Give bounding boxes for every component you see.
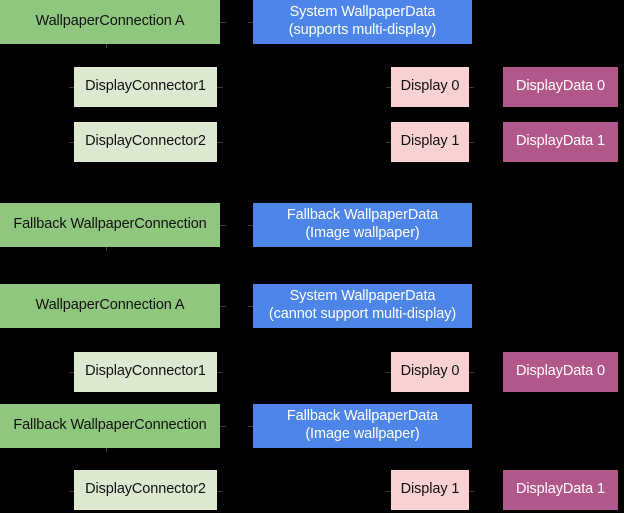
node-display-data-1-bottom[interactable]: DisplayData 1 <box>503 470 618 510</box>
connector-stub <box>217 491 223 492</box>
connector-stub <box>106 448 107 452</box>
connector-stub <box>469 372 474 373</box>
node-fallback-wallpaperdata-1[interactable]: Fallback WallpaperData (Image wallpaper) <box>253 203 472 247</box>
connector-stub <box>386 87 391 88</box>
node-display-data-0-bottom[interactable]: DisplayData 0 <box>503 352 618 392</box>
connector-stub <box>220 22 226 23</box>
node-fallback-wallpaperdata-2[interactable]: Fallback WallpaperData (Image wallpaper) <box>253 404 472 448</box>
connector-stub <box>69 142 74 143</box>
connector-stub <box>386 372 391 373</box>
connector-stub <box>69 491 74 492</box>
connector-stub <box>469 491 474 492</box>
node-display-data-0-top[interactable]: DisplayData 0 <box>503 67 618 107</box>
node-wallpaper-connection-a-2[interactable]: WallpaperConnection A <box>0 284 220 328</box>
node-display-0-bottom[interactable]: Display 0 <box>391 352 469 392</box>
connector-stub <box>248 225 253 226</box>
connector-stub <box>69 372 74 373</box>
connector-stub <box>220 225 226 226</box>
node-fallback-wallpaper-connection-1[interactable]: Fallback WallpaperConnection <box>0 203 220 247</box>
connector-stub <box>248 306 253 307</box>
connector-stub <box>217 142 223 143</box>
connector-stub <box>106 44 107 48</box>
connector-stub <box>220 306 226 307</box>
node-display-connector-1-top[interactable]: DisplayConnector1 <box>74 67 217 107</box>
node-display-data-1-top[interactable]: DisplayData 1 <box>503 122 618 162</box>
node-system-wallpaperdata-multi[interactable]: System WallpaperData (supports multi-dis… <box>253 0 472 44</box>
connector-stub <box>248 426 253 427</box>
connector-stub <box>469 142 474 143</box>
connector-stub <box>469 87 474 88</box>
node-display-connector-1-bottom[interactable]: DisplayConnector1 <box>74 352 217 392</box>
node-display-1-top[interactable]: Display 1 <box>391 122 469 162</box>
node-fallback-wallpaper-connection-2[interactable]: Fallback WallpaperConnection <box>0 404 220 448</box>
node-display-1-bottom[interactable]: Display 1 <box>391 470 469 510</box>
connector-stub <box>220 426 226 427</box>
connector-stub <box>106 247 107 251</box>
node-wallpaper-connection-a-1[interactable]: WallpaperConnection A <box>0 0 220 44</box>
connector-stub <box>386 491 391 492</box>
node-display-connector-2-bottom[interactable]: DisplayConnector2 <box>74 470 217 510</box>
connector-stub <box>386 142 391 143</box>
connector-stub <box>248 22 253 23</box>
connector-stub <box>217 372 223 373</box>
connector-stub <box>217 87 223 88</box>
connector-stub <box>69 87 74 88</box>
node-display-0-top[interactable]: Display 0 <box>391 67 469 107</box>
node-system-wallpaperdata-nomulti[interactable]: System WallpaperData (cannot support mul… <box>253 284 472 328</box>
node-display-connector-2-top[interactable]: DisplayConnector2 <box>74 122 217 162</box>
